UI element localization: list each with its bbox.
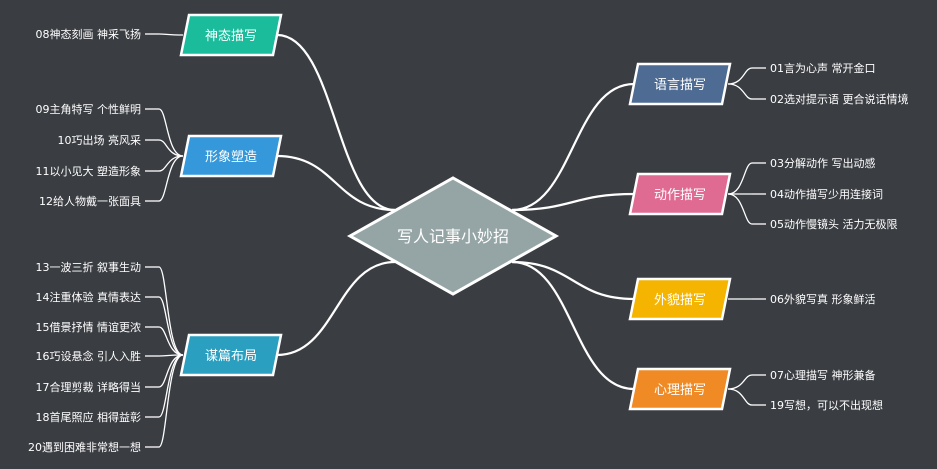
branch-node-xingxiang[interactable]: 形象塑造 — [179, 134, 283, 178]
branch-node-yuyan[interactable]: 语言描写 — [628, 62, 732, 106]
branch-node-shape — [179, 13, 283, 57]
branch-node-xinli[interactable]: 心理描写 — [628, 367, 732, 411]
branch-node-label: 形象塑造 — [205, 150, 257, 165]
connectors — [145, 33, 766, 448]
leaf-connector — [727, 67, 753, 85]
branch-connector — [511, 82, 635, 212]
branch-node-label: 心理描写 — [654, 383, 706, 398]
leaf-label[interactable]: 14注重体验 真情表达 — [36, 290, 142, 304]
leaf-connector — [158, 155, 184, 202]
branch-node-label: 谋篇布局 — [205, 349, 257, 364]
center-node[interactable]: 写人记事小妙招 — [346, 176, 560, 296]
leaf-label[interactable]: 07心理描写 神形兼备 — [770, 368, 876, 382]
leaf-label[interactable]: 09主角特写 个性鲜明 — [36, 102, 142, 116]
leaf-label[interactable]: 18首尾照应 相得益彰 — [36, 410, 142, 424]
branch-node-shentai[interactable]: 神态描写 — [179, 13, 283, 57]
leaf-label[interactable]: 02选对提示语 更合说话情境 — [770, 92, 909, 106]
branch-connector — [511, 260, 635, 391]
leaf-label[interactable]: 03分解动作 写出动感 — [770, 156, 876, 170]
branch-connector — [276, 154, 396, 212]
leaf-connector — [727, 162, 753, 195]
leaf-connector — [727, 388, 753, 406]
leaf-label[interactable]: 05动作慢镜头 活力无极限 — [770, 217, 898, 231]
leaf-connector — [158, 296, 184, 356]
center-node-shape — [346, 176, 560, 296]
leaf-label[interactable]: 19写想，可以不出现想 — [770, 398, 883, 412]
branch-node-label: 神态描写 — [205, 29, 257, 44]
leaf-labels: 08神态刻画 神采飞扬 09主角特写 个性鲜明 10巧出场 亮风采 11以小见大 塑造… — [28, 27, 909, 454]
leaf-label[interactable]: 08神态刻画 神采飞扬 — [36, 27, 142, 41]
branch-node-shape — [628, 62, 732, 106]
leaf-label[interactable]: 15借景抒情 情谊更浓 — [36, 320, 142, 334]
leaf-connector — [727, 83, 753, 100]
branch-node-label: 语言描写 — [654, 78, 706, 93]
branch-node-waimao[interactable]: 外貌描写 — [628, 277, 732, 321]
branch-node-label: 外貌描写 — [654, 293, 706, 308]
branch-connector — [276, 260, 396, 357]
branch-node-dongzuo[interactable]: 动作描写 — [628, 172, 732, 216]
leaf-connector — [158, 354, 184, 448]
leaf-connector — [158, 33, 184, 36]
branch-connector — [511, 260, 635, 301]
leaf-label[interactable]: 06外貌写真 形象鲜活 — [770, 292, 876, 306]
branch-node-shape — [179, 134, 283, 178]
leaf-label[interactable]: 20遇到困难非常想一想 — [28, 440, 141, 454]
leaf-connector — [727, 374, 753, 390]
branch-node-moupian[interactable]: 谋篇布局 — [179, 333, 283, 377]
branch-node-shape — [628, 367, 732, 411]
leaf-connector — [158, 108, 184, 157]
leaf-label[interactable]: 16巧设悬念 引人入胜 — [36, 349, 142, 363]
leaf-connector — [158, 266, 184, 356]
leaf-label[interactable]: 17合理剪裁 详略得当 — [36, 380, 142, 394]
leaf-label[interactable]: 11以小见大 塑造形象 — [36, 164, 142, 178]
center-node-label: 写人记事小妙招 — [397, 227, 509, 246]
leaf-label[interactable]: 01言为心声 常开金口 — [770, 61, 876, 75]
leaf-label[interactable]: 10巧出场 亮风采 — [58, 133, 142, 147]
branch-node-shape — [628, 172, 732, 216]
leaf-label[interactable]: 13一波三折 叙事生动 — [36, 260, 142, 274]
leaf-connector — [727, 193, 753, 225]
branch-node-label: 动作描写 — [654, 188, 706, 203]
branch-connector — [511, 192, 635, 212]
branch-node-shape — [179, 333, 283, 377]
leaf-label[interactable]: 12给人物戴一张面具 — [39, 194, 141, 208]
branch-node-shape — [628, 277, 732, 321]
leaf-label[interactable]: 04动作描写少用连接词 — [770, 187, 883, 201]
leaf-connector — [158, 326, 184, 356]
branch-connector — [276, 33, 396, 212]
leaf-connector — [158, 139, 184, 157]
